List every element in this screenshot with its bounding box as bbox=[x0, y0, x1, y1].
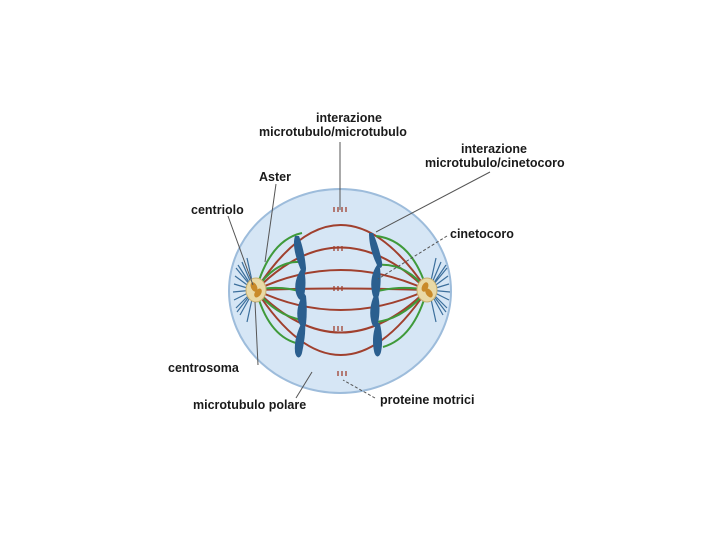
label-centriole: centriolo bbox=[191, 203, 244, 217]
chromosomes-left bbox=[293, 236, 307, 358]
label-mt-interaction-line1: interazione bbox=[316, 111, 382, 125]
polar-microtubules bbox=[255, 224, 428, 356]
label-motor-proteins: proteine motrici bbox=[380, 393, 474, 407]
centrosome-right bbox=[416, 277, 438, 303]
label-kt-interaction-line1: interazione bbox=[461, 142, 527, 156]
chromosomes-right bbox=[369, 233, 383, 357]
label-kinetochore: cinetocoro bbox=[450, 227, 514, 241]
leader-lines bbox=[227, 142, 491, 399]
label-aster: Aster bbox=[259, 170, 291, 184]
aster-left bbox=[232, 257, 255, 323]
aster-right bbox=[428, 257, 451, 323]
centrosome-left bbox=[245, 277, 267, 303]
label-kt-interaction-line2: microtubulo/cinetocoro bbox=[425, 156, 565, 170]
motor-proteins-marks bbox=[333, 207, 347, 376]
label-polar-microtubule: microtubulo polare bbox=[193, 398, 306, 412]
label-centrosome: centrosoma bbox=[168, 361, 240, 375]
label-mt-interaction-line2: microtubulo/microtubulo bbox=[259, 125, 407, 139]
